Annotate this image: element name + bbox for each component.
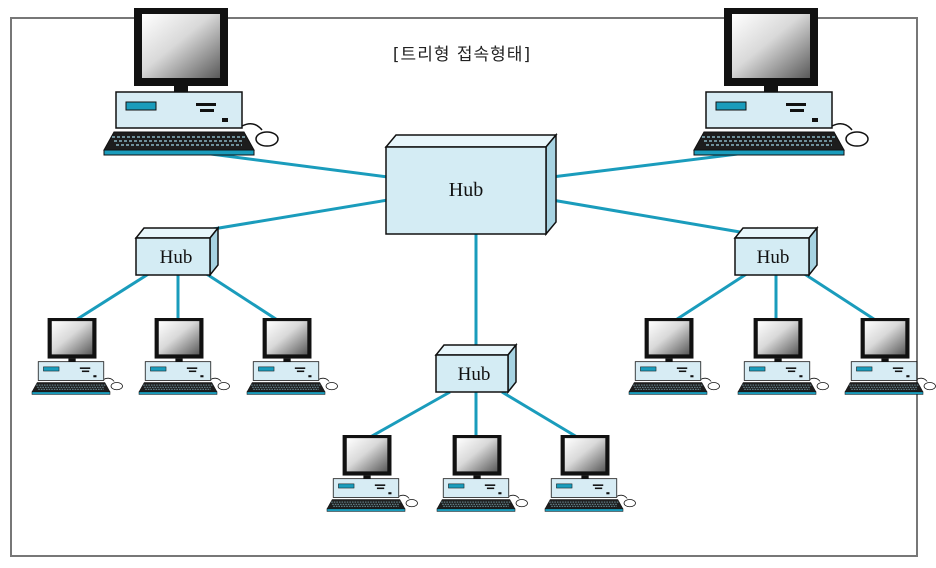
diagram-frame [10,17,918,557]
link-root-hub-right [551,198,741,234]
computer-middle-3 [544,435,636,512]
computer-left-1 [31,318,123,395]
hub-right-label: Hub [757,247,790,268]
link-hub-middle-pc-1 [364,390,451,442]
links [67,148,884,442]
computer-left-2 [138,318,230,395]
computer-middle-2 [436,435,528,512]
hub-left-label: Hub [160,247,193,268]
computer-top-right [693,8,869,156]
computer-right-2 [737,318,829,395]
link-root-hub-left [194,198,389,234]
computers [31,8,936,512]
hub-right: Hub [733,225,819,278]
link-hub-middle-pc-3 [501,390,583,442]
hub-middle-label: Hub [458,364,491,385]
hub-middle: Hub [434,342,518,395]
hub-root-label: Hub [449,179,483,201]
computer-top-left [103,8,279,156]
computer-middle-1 [326,435,418,512]
link-hub-left-pc-3 [204,271,286,327]
computer-right-3 [844,318,936,395]
link-hub-right-pc-3 [802,271,884,327]
computer-right-1 [628,318,720,395]
hub-root: Hub [384,132,558,237]
hub-left: Hub [134,225,220,278]
computer-left-3 [246,318,338,395]
link-hub-right-pc-1 [667,271,749,327]
link-hub-left-pc-1 [67,271,151,327]
diagram-title: [트리형 접속형태] [392,45,532,65]
